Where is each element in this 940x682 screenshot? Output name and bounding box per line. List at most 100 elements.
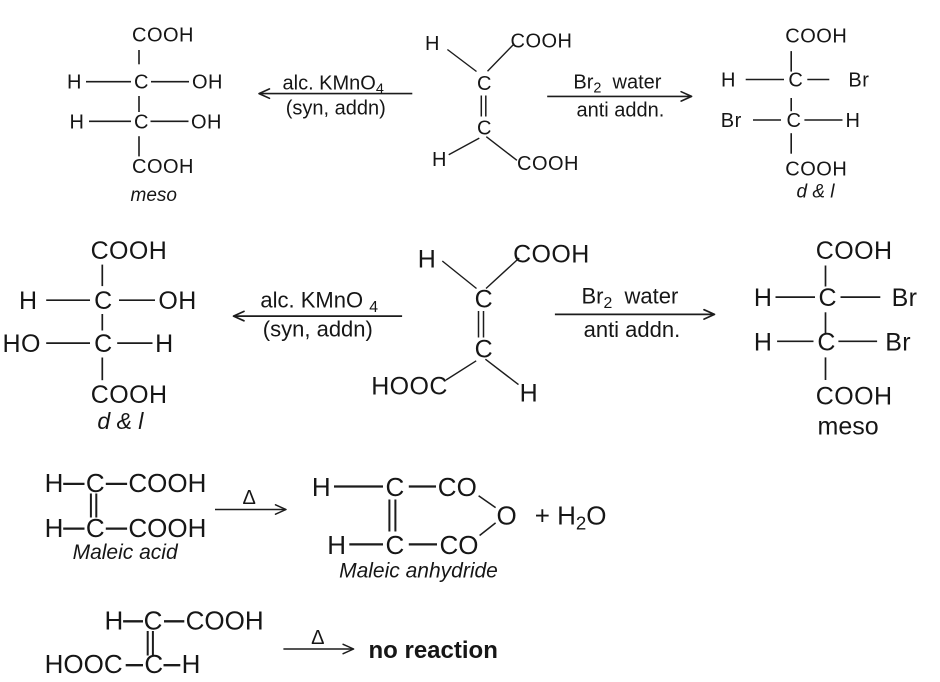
compound-label-maleic-anhydride: Maleic anhydride [339, 560, 498, 583]
arrow-kmno4-syn-addition: alc. KMnO4(syn, addn) [258, 72, 413, 120]
cooh-lower: COOH [128, 513, 206, 543]
result-no-reaction: no reaction [369, 637, 498, 664]
cooh-top: COOH [816, 237, 893, 265]
bond-c2-h [484, 358, 519, 386]
ho-lower: HO [3, 330, 41, 358]
ring-oxygen: O [497, 500, 517, 530]
condition-anti-addn: anti addn. [584, 317, 681, 342]
bond-c2-h [448, 137, 480, 156]
reaction-arrow-right [283, 643, 355, 655]
c-lower: C [817, 328, 835, 356]
reaction-arrow-right-head [680, 90, 693, 102]
br-lower: Br [885, 328, 911, 356]
h-bottom: H [432, 149, 447, 171]
bond-h-c1 [446, 48, 477, 73]
cooh-bottom: COOH [132, 156, 194, 178]
h-upper: H [67, 72, 82, 94]
delta-heat-symbol: Δ [311, 627, 324, 649]
c-lower: C [86, 513, 105, 543]
h-lower: H [327, 530, 346, 560]
c-lower: C [787, 110, 802, 132]
h-bottom: H [520, 380, 538, 408]
reaction-arrow-left-head [258, 88, 271, 100]
reaction-arrow-right-head [342, 643, 355, 655]
arrow-kmno4-syn-addition: alc. KMnO 4(syn, addn) [232, 288, 403, 342]
c-lower: C [94, 330, 112, 358]
reagent-br2-water: Br2 water [582, 284, 679, 312]
br-upper: Br [848, 70, 869, 92]
br-upper: Br [892, 284, 918, 312]
reaction-arrow-left [232, 310, 403, 322]
delta-heat-symbol: Δ [243, 487, 256, 509]
c-lower: C [475, 336, 493, 364]
h-lower: H [155, 330, 173, 358]
h-top: H [425, 33, 440, 55]
arrow-br2-anti-addition: Br2 water anti addn. [554, 284, 716, 342]
c-upper: C [788, 70, 803, 92]
h-upper: H [312, 472, 331, 502]
compound-label-maleic-acid: Maleic acid [73, 541, 179, 564]
reagent-br2-water: Br2 water [573, 71, 661, 96]
c-lower: C [134, 111, 149, 133]
reaction-arrow-right [215, 504, 287, 515]
cooh-bottom: COOH [517, 153, 579, 175]
condition-syn-addn: (syn, addn) [286, 98, 386, 120]
cooh-upper: COOH [128, 468, 206, 498]
co-upper: CO [438, 472, 477, 502]
bond-o-co2 [479, 522, 497, 537]
row-maleic-acid-additions: COOH H C OH H C OH COOH meso alc. KMnO4(syn, addn… [67, 25, 869, 207]
c-upper: C [386, 472, 405, 502]
bond-cooh-c1 [485, 257, 520, 290]
stereo-label-meso: meso [131, 185, 177, 206]
h-lower: H [182, 649, 201, 679]
cooh-bottom: COOH [785, 159, 847, 181]
reagent-alc-kmno4: alc. KMnO 4 [260, 288, 378, 316]
reaction-arrow-left [258, 88, 413, 100]
c-lower: C [144, 649, 163, 679]
oh-upper: OH [192, 72, 223, 94]
br-lower: Br [721, 110, 742, 132]
h-upper: H [19, 287, 37, 315]
c-upper: C [819, 284, 837, 312]
cooh-top: COOH [513, 240, 590, 268]
cooh-top: COOH [785, 25, 847, 47]
bond-co1-o [478, 495, 497, 509]
h-lower: H [70, 111, 85, 133]
condition-syn-addn: (syn, addn) [263, 317, 373, 342]
stereo-label-d-and-l: d & l [97, 408, 144, 434]
reaction-arrow-right [547, 90, 693, 102]
c-upper: C [475, 286, 493, 314]
oh-upper: OH [158, 287, 196, 315]
cooh-bottom: COOH [91, 381, 168, 409]
bond-c2-cooh [485, 136, 518, 161]
cooh-top: COOH [511, 31, 573, 53]
stereo-label-d-and-l: d & l [797, 182, 836, 203]
oh-lower: OH [191, 111, 222, 133]
reaction-arrow-right-head [274, 504, 287, 515]
reaction-arrow-right-head [703, 308, 716, 320]
h-upper: H [105, 605, 124, 635]
hooc-bottom: HOOC [371, 373, 448, 401]
cooh-bottom: COOH [816, 383, 893, 411]
cooh-upper: COOH [186, 605, 264, 635]
h-upper: H [721, 70, 736, 92]
h-upper: H [45, 468, 64, 498]
h-lower: H [45, 513, 64, 543]
c-lower: C [386, 530, 405, 560]
cooh-top: COOH [91, 237, 168, 265]
